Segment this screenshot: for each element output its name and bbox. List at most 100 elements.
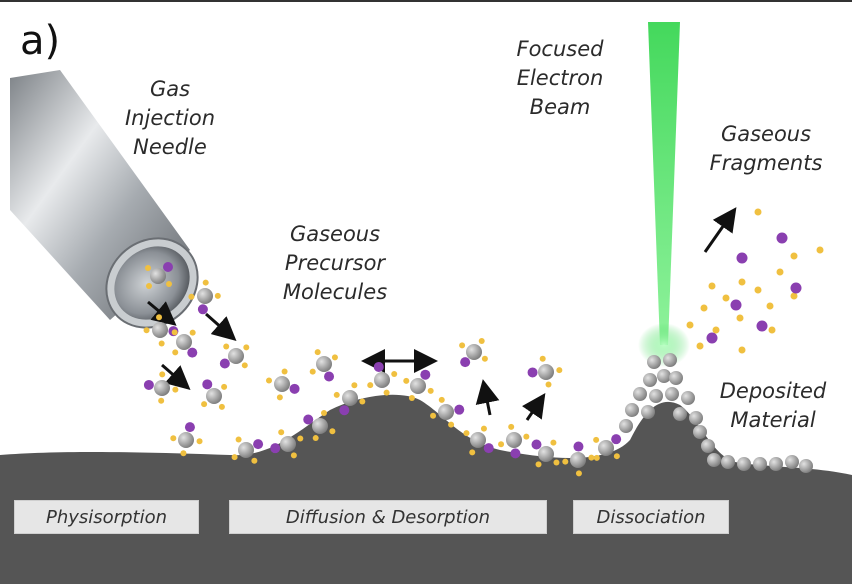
fragment-ligand — [816, 246, 824, 254]
precursor-molecule — [498, 423, 530, 459]
ligand-atom — [218, 403, 225, 410]
ligand-atom — [553, 459, 560, 466]
fragment-ligand-purple — [736, 252, 748, 264]
deposited-atom — [681, 391, 695, 405]
ligand-atom — [420, 369, 431, 380]
ligand-atom — [498, 441, 505, 448]
ligand-atom — [333, 391, 340, 398]
deposited-atom — [769, 457, 783, 471]
ligand-atom — [448, 421, 455, 428]
ligand-atom — [221, 383, 228, 390]
ligand-atom — [251, 457, 258, 464]
label-line: Gaseous — [289, 222, 381, 246]
deposited-atom — [693, 425, 707, 439]
deposited-atom — [649, 389, 663, 403]
metal-atom — [238, 442, 254, 458]
ligand-atom — [276, 394, 283, 401]
precursor-molecule — [231, 436, 264, 464]
label-gaseous-precursor-molecules: Gaseous Precursor Molecules — [265, 220, 405, 307]
ligand-atom — [367, 382, 374, 389]
precursor-molecule — [143, 371, 179, 404]
ligand-atom — [266, 377, 273, 384]
deposited-atom — [619, 419, 633, 433]
fragment-ligand — [766, 302, 774, 310]
deposited-atom — [721, 455, 735, 469]
deposited-atom — [663, 353, 677, 367]
label-line: Deposited — [719, 379, 827, 403]
precursor-molecule — [188, 279, 221, 315]
metal-atom — [342, 390, 358, 406]
ligand-atom — [320, 409, 327, 416]
ligand-atom — [373, 361, 384, 372]
ligand-atom — [463, 430, 470, 437]
fragment-ligand — [754, 208, 762, 216]
ligand-atom — [403, 377, 410, 384]
metal-atom — [438, 404, 454, 420]
ligand-atom — [156, 314, 163, 321]
electron-beam — [648, 22, 680, 345]
metal-atom — [466, 344, 482, 360]
metal-atom — [538, 446, 554, 462]
motion-arrows — [147, 207, 737, 421]
ligand-atom — [545, 381, 552, 388]
label-line: Fragments — [709, 151, 823, 175]
stage-diffusion-desorption: Diffusion & Desorption — [229, 500, 547, 534]
ligand-atom — [196, 438, 203, 445]
ligand-atom — [243, 344, 250, 351]
fragment-ligand — [696, 342, 704, 350]
label-line: Injection — [124, 106, 216, 130]
ligand-atom — [383, 389, 390, 396]
ligand-atom — [535, 461, 542, 468]
fragment-ligand — [754, 286, 762, 294]
stage-dissociation: Dissociation — [573, 500, 729, 534]
precursor-molecules — [143, 262, 622, 477]
ligand-atom — [527, 367, 538, 378]
precursor-molecule — [562, 441, 595, 477]
deposited-atom — [799, 459, 813, 473]
precursor-molecule — [463, 425, 494, 456]
deposited-atom — [785, 455, 799, 469]
ligand-atom — [359, 398, 366, 405]
metal-atom — [150, 268, 166, 284]
deposited-atom — [673, 407, 687, 421]
ligand-atom — [189, 329, 196, 336]
label-line: Gas — [149, 77, 191, 101]
ligand-atom — [171, 329, 178, 336]
metal-atom — [538, 364, 554, 380]
precursor-molecule — [430, 396, 465, 428]
ligand-atom — [427, 387, 434, 394]
ligand-atom — [480, 425, 487, 432]
precursor-molecule — [593, 434, 622, 461]
ligand-atom — [163, 262, 173, 272]
fragment-ligand — [722, 294, 730, 302]
gaseous-fragment-particles — [686, 208, 824, 354]
deposited-material-atoms — [619, 353, 813, 473]
label-gas-injection-needle: Gas Injection Needle — [110, 75, 230, 162]
fragment-ligand — [738, 346, 746, 354]
precursor-molecule — [333, 382, 366, 416]
ligand-atom — [235, 436, 242, 443]
fragment-ligand — [736, 314, 744, 322]
deposited-atom — [665, 387, 679, 401]
ligand-atom — [289, 383, 300, 394]
ligand-atom — [593, 436, 600, 443]
precursor-molecule — [266, 368, 300, 401]
fragment-ligand-purple — [730, 299, 742, 311]
ligand-atom — [391, 371, 398, 378]
ligand-atom — [170, 435, 177, 442]
metal-atom — [570, 452, 586, 468]
ligand-atom — [159, 371, 166, 378]
ligand-atom — [523, 433, 530, 440]
ligand-atom — [430, 412, 437, 419]
metal-atom — [280, 436, 296, 452]
label-line: Focused — [516, 37, 604, 61]
precursor-molecule — [527, 355, 563, 388]
deposited-atom — [753, 457, 767, 471]
precursor-molecule — [201, 379, 228, 410]
stage-physisorption: Physisorption — [14, 500, 199, 534]
precursor-molecule — [303, 409, 336, 442]
ligand-atom — [556, 367, 563, 374]
ligand-atom — [184, 422, 195, 433]
metal-atom — [312, 418, 328, 434]
ligand-atom — [290, 452, 297, 459]
